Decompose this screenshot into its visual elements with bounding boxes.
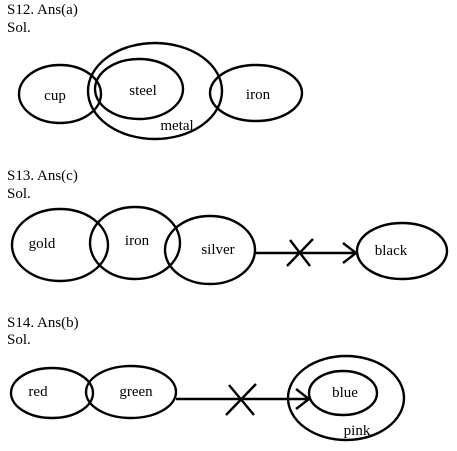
set-steel-circle [93,57,185,121]
set-steel-label: steel [129,83,157,99]
set-gold-circle [10,207,110,283]
set-gold-label: gold [29,236,56,252]
question-13-solution-label: Sol. [7,186,31,202]
set-metal-label: metal [160,118,193,134]
set-blue-label: blue [332,385,358,401]
set-iron-circle [208,63,304,123]
set-iron-label: iron [246,87,271,103]
set-pink-label: pink [344,423,371,439]
question-12-solution-label: Sol. [7,20,31,36]
set-blue-circle [307,369,379,417]
set-cup-circle [17,63,103,125]
question-12-heading: S12. Ans(a) [7,2,78,18]
cross-stroke-b [289,239,311,267]
arrowhead [295,388,311,410]
arrowhead [342,242,358,264]
set-metal-circle [86,41,224,141]
no-relation-arrow-s14 [176,383,311,416]
set-green-circle [84,364,178,420]
set-red-label: red [28,384,48,400]
set-silver-label: silver [201,242,234,258]
set-iron-circle-s13 [88,205,182,281]
question-14-heading: S14. Ans(b) [7,315,79,331]
set-green-label: green [119,384,153,400]
cross-stroke-b [228,384,255,416]
set-red-circle [9,366,95,420]
no-relation-arrow-s13 [255,238,358,267]
question-13-heading: S13. Ans(c) [7,168,78,184]
set-black-circle [355,221,449,281]
set-cup-label: cup [44,88,66,104]
question-14-solution-label: Sol. [7,332,31,348]
set-black-label: black [375,243,408,259]
set-silver-circle [163,214,257,286]
set-iron-label-s13: iron [125,233,150,249]
